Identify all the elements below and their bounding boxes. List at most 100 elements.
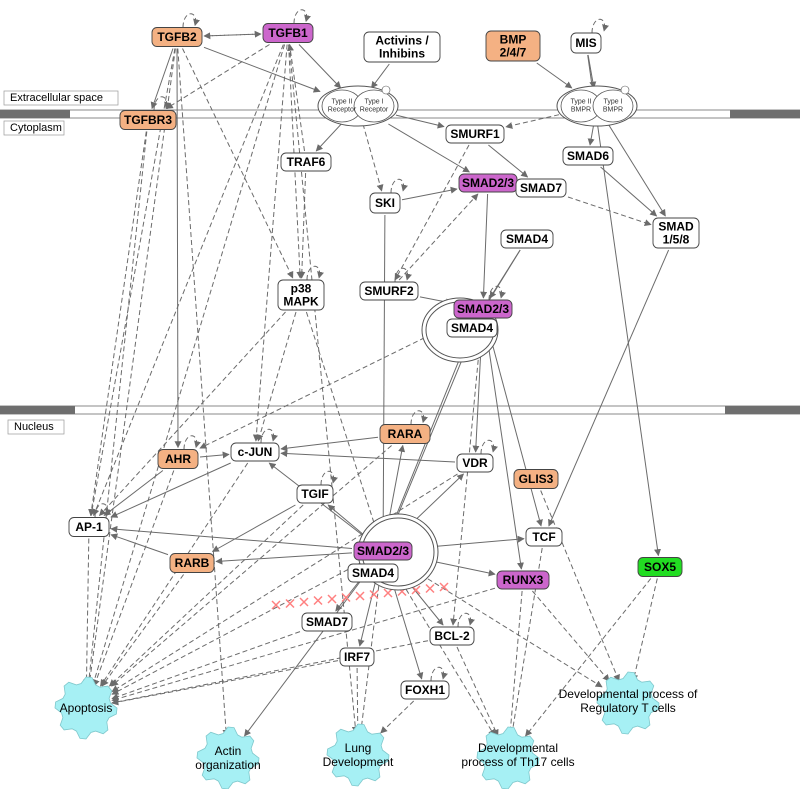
receptor-label-type2: Type II [331,99,352,106]
node-cjun[interactable]: c-JUN [230,442,280,462]
node-smad7c[interactable]: SMAD7 [515,178,567,198]
node-vdr[interactable]: VDR [456,453,494,473]
node-smad4n[interactable]: SMAD4 [347,563,399,583]
edge-mis-to-bmpr [587,54,597,89]
node-label: Activins / [375,34,429,48]
function-label: Lung [345,741,372,755]
node-label: MAPK [283,295,319,309]
inhibition-mark [285,598,295,609]
self-loop-smurf2 [394,267,412,283]
node-label: SMURF2 [364,284,414,298]
node-ahr[interactable]: AHR [157,449,199,469]
node-foxh1[interactable]: FOXH1 [400,680,450,700]
node-mis[interactable]: MIS [570,32,602,54]
node-rarb[interactable]: RARB [169,553,215,573]
edge-p38-to-ap1 [99,311,286,517]
edge-runx3-to-treg [532,590,610,682]
node-tcf[interactable]: TCF [525,527,563,547]
edge-tgfb2-to-actin [177,48,230,737]
node-ap1[interactable]: AP-1 [68,517,110,537]
node-tgfbr3[interactable]: TGFBR3 [119,110,177,130]
edge-runx3-to-apop [111,587,496,702]
function-label: Developmental [478,741,558,755]
node-label: SMAD4 [506,232,548,246]
node-smad23k[interactable]: SMAD2/3 [453,299,513,319]
node-smad23n[interactable]: SMAD2/3 [353,541,413,561]
edge-smad23n-to-rarb [215,552,353,565]
node-tgfb1[interactable]: TGFB1 [262,23,314,43]
node-label: AP-1 [75,520,103,534]
edge-bmpr-to-smurf1 [505,114,560,129]
edge-ahr-to-ap1 [103,470,164,516]
edge-tgfb2-to-ahr [174,48,182,449]
node-label: SMAD6 [567,149,609,163]
self-loop-mis [591,18,609,34]
self-loop-ahr [183,435,201,450]
node-tgfb2[interactable]: TGFB2 [151,27,203,47]
edge-ahr-to-cjun [199,451,230,459]
node-smad23c[interactable]: SMAD2/3 [458,173,518,193]
edge-irf7-to-apop [111,660,339,706]
node-smurf1[interactable]: SMURF1 [445,124,505,144]
node-label: RARA [388,427,423,441]
edge-mis-to-sox5 [587,54,661,557]
nuclear-membrane [0,405,800,415]
function-label: Apoptosis [60,701,113,715]
node-sox5[interactable]: SOX5 [637,557,683,577]
edge-bcl2-to-apop [111,640,429,706]
inhibition-mark [299,597,309,607]
self-loop-p38 [306,265,324,281]
node-smad4k[interactable]: SMAD4 [446,318,498,338]
node-act[interactable]: Activins /Inhibins [363,31,441,63]
edge-smad6-to-smad158 [600,166,658,217]
edge-foxh1-to-lung [380,700,415,734]
edge-tgfb1-to-tgfbr3 [165,44,270,109]
inhibition-mark [355,591,365,601]
svg-text:Nucleus: Nucleus [14,421,54,433]
phospho-icon [381,85,391,95]
node-tgif[interactable]: TGIF [296,484,334,504]
node-glis3[interactable]: GLIS3 [513,469,559,489]
node-smurf2[interactable]: SMURF2 [359,281,419,301]
edge-irf7-to-lung [354,667,362,734]
edge-tgfbr-to-ski [362,123,384,192]
node-ski[interactable]: SKI [369,192,401,214]
node-smad4c[interactable]: SMAD4 [500,229,554,249]
edge-tgfb2-to-tgfb1 [203,30,262,38]
node-rara[interactable]: RARA [379,424,431,444]
node-bcl2[interactable]: BCL-2 [429,626,475,646]
inhibition-mark [425,583,435,594]
node-irf7[interactable]: IRF7 [339,647,375,667]
node-traf6[interactable]: TRAF6 [280,152,332,172]
phospho-icon [620,85,630,95]
function-label: Actin [215,744,242,758]
self-loop-smad23k [488,285,506,301]
node-runx3[interactable]: RUNX3 [496,570,550,590]
inhibition-mark [313,595,323,606]
edge-rarb-to-ap1 [110,533,169,556]
self-loop-bcl2 [457,612,475,628]
edge-tgfb1-to-cjun [252,44,288,442]
edge-ski-to-smad23c [401,186,458,201]
node-label: GLIS3 [519,472,554,486]
gear-icon [476,726,540,789]
node-smad7n[interactable]: SMAD7 [301,612,353,632]
node-label: SOX5 [644,560,676,574]
edge-smad23n-to-apop [111,561,363,695]
function-apop[interactable]: Apoptosis [54,676,118,740]
edge-bcl2-to-th17 [456,646,499,737]
edge-traf6-to-p38 [298,172,307,279]
compartment-label-nucleus: Nucleus [7,419,65,435]
compartment-label-extracellular: Extracellular space [3,90,119,106]
node-smad6[interactable]: SMAD6 [562,146,614,166]
